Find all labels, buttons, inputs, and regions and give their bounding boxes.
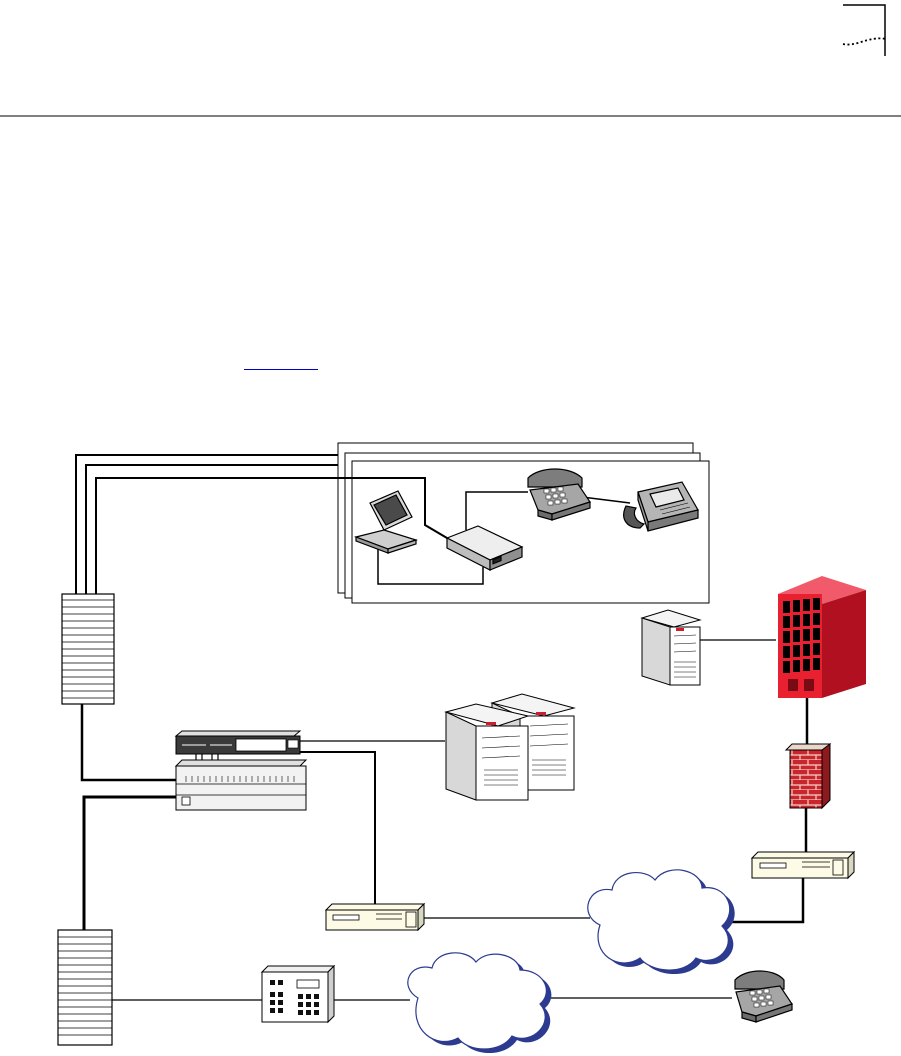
router-icon — [752, 852, 854, 878]
cloud-icon — [588, 870, 735, 974]
tower-server-icon — [446, 694, 574, 800]
switch-chassis-icon — [176, 731, 306, 810]
brick-firewall-icon — [786, 744, 830, 808]
page-header — [0, 5, 901, 116]
lower-distribution-frame — [58, 930, 112, 1045]
router-icon — [326, 904, 424, 930]
pbx-keypad-icon — [262, 966, 334, 1022]
figure-reference-link-underline — [244, 369, 318, 370]
office-building-icon — [778, 576, 866, 698]
figure-reference-link[interactable] — [244, 354, 318, 370]
cloud-icon — [408, 953, 552, 1053]
upper-distribution-frame — [62, 594, 114, 704]
telephone-icon — [735, 971, 792, 1022]
tower-server-icon — [642, 610, 700, 685]
page-corner-mark — [843, 5, 886, 56]
